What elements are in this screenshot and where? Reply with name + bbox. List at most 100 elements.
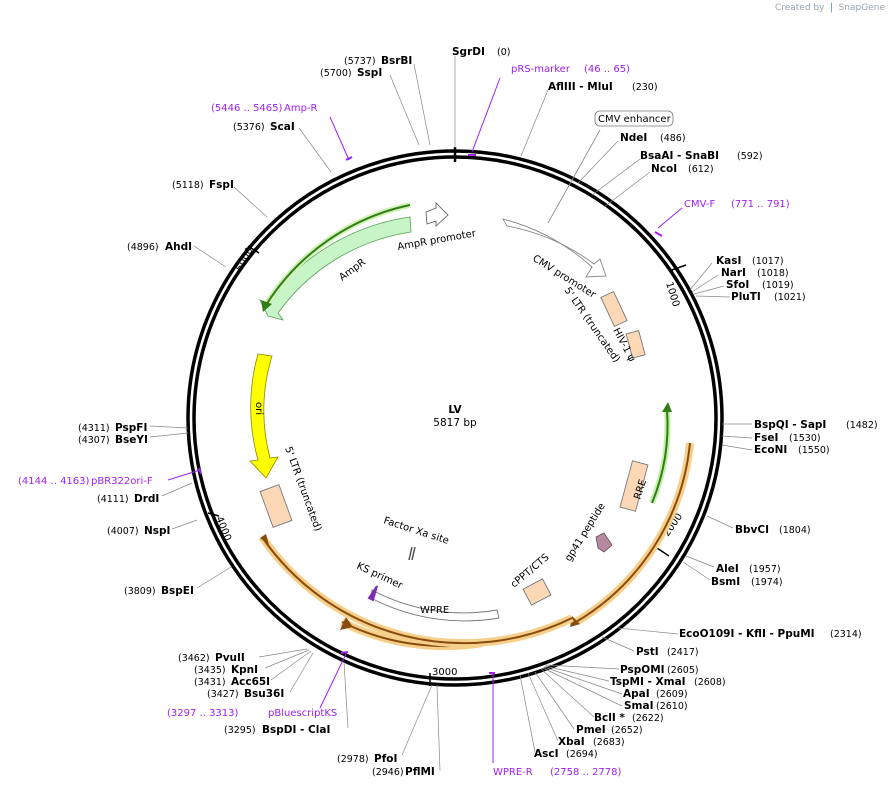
site-pmei-name[interactable]: PmeI [576, 724, 606, 736]
site-pluti-pos: (1021) [774, 292, 806, 303]
site-bbvci-pos: (1804) [779, 525, 811, 536]
site-scai-pos: (5376) [233, 122, 265, 133]
snapgene-logo-icon: ❘ [827, 2, 836, 13]
site-bsaai-pos: (592) [737, 151, 763, 162]
site-pspfi-name[interactable]: PspFI [115, 422, 147, 434]
wpre-label: WPRE [420, 605, 449, 616]
site-drdi-pos: (4111) [97, 494, 129, 505]
site-ncoi-pos: (612) [688, 164, 714, 175]
site-asci-name[interactable]: AscI [534, 748, 559, 760]
site-kpni-name[interactable]: KpnI [231, 664, 258, 676]
site-apai-name[interactable]: ApaI [623, 688, 650, 700]
site-sfoi-pos: (1019) [762, 280, 794, 291]
primer-wprer-name[interactable]: WPRE-R [493, 767, 533, 778]
site-sgrdi-name[interactable]: SgrDI [452, 46, 485, 58]
site-sgrdi-pos: (0) [497, 47, 510, 58]
site-ecoo109i-name[interactable]: EcoO109I - KflI - PpuMI [679, 628, 815, 640]
site-sfoi-name[interactable]: SfoI [726, 279, 749, 291]
site-smai-name[interactable]: SmaI [624, 700, 654, 712]
site-fspi-pos: (5118) [172, 180, 204, 191]
ori-arrow [249, 353, 279, 479]
site-pspomi-pos: (2605) [667, 665, 699, 676]
ltr5-top-box [600, 290, 628, 328]
site-bspei-name[interactable]: BspEI [161, 585, 194, 597]
site-kpni-pos: (3435) [194, 665, 226, 676]
site-kasi-pos: (1017) [752, 256, 784, 267]
site-psti-name[interactable]: PstI [636, 646, 659, 658]
site-bseyi-pos: (4307) [78, 435, 110, 446]
snapgene-name: SnapGene [838, 3, 885, 13]
primer-labels: pRS-marker (46 .. 65) CMV-F (771 .. 791)… [18, 64, 790, 778]
site-kasi-name[interactable]: KasI [716, 255, 741, 267]
site-fsei-name[interactable]: FseI [754, 432, 778, 444]
site-sspi-name[interactable]: SspI [357, 67, 382, 79]
cmv-enhancer-box [594, 110, 674, 127]
ltr5-left-box [259, 484, 293, 528]
ruler-tick-5000: 5000 [234, 246, 256, 274]
plasmid-size: 5817 bp [433, 417, 477, 429]
primer-ampr-name[interactable]: Amp-R [284, 103, 318, 114]
primer-leaders [167, 77, 683, 763]
site-bsaai-name[interactable]: BsaAI - SnaBI [640, 150, 719, 162]
site-xbai-name[interactable]: XbaI [558, 736, 585, 748]
site-bsrbi-name[interactable]: BsrBI [381, 55, 412, 67]
site-apai-pos: (2609) [656, 689, 688, 700]
primer-pbr-name[interactable]: pBR322ori-F [91, 476, 153, 487]
site-tspmi-pos: (2608) [694, 677, 726, 688]
site-bsu36i-name[interactable]: Bsu36I [244, 688, 284, 700]
site-acc65i-name[interactable]: Acc65I [231, 676, 270, 688]
site-afliii-pos: (230) [632, 82, 658, 93]
site-pvuii-name[interactable]: PvuII [215, 652, 245, 664]
snapgene-badge: Created by ❘ SnapGene [775, 2, 885, 13]
primer-wprer-range: (2758 .. 2778) [550, 767, 622, 778]
site-ndei-name[interactable]: NdeI [620, 132, 647, 144]
site-leaders [149, 56, 753, 772]
site-pspomi-name[interactable]: PspOMI [620, 664, 665, 676]
site-acc65i-pos: (3431) [194, 677, 226, 688]
site-ahdi-name[interactable]: AhdI [165, 241, 192, 253]
site-pfoi-name[interactable]: PfoI [374, 753, 397, 765]
created-by-label: Created by [774, 3, 825, 13]
primer-pbr-range: (4144 .. 4163) [18, 476, 90, 487]
site-bsmi-name[interactable]: BsmI [711, 576, 740, 588]
ampr-label: AmpR [337, 257, 368, 283]
site-ecoo109i-pos: (2314) [830, 629, 862, 640]
site-bcli-name[interactable]: BclI * [594, 712, 625, 724]
site-pluti-name[interactable]: PluTI [731, 291, 761, 303]
site-bspdi-pos: (3295) [224, 725, 256, 736]
site-econi-name[interactable]: EcoNI [754, 444, 787, 456]
rre-box [619, 460, 649, 512]
site-scai-name[interactable]: ScaI [270, 121, 295, 133]
site-pflmi-name[interactable]: PflMI [405, 766, 435, 778]
site-bspdi-name[interactable]: BspDI - ClaI [262, 724, 330, 736]
site-ncoi-name[interactable]: NcoI [651, 163, 677, 175]
primer-pbks-name[interactable]: pBluescriptKS [268, 708, 337, 719]
primer-pbks-range: (3297 .. 3313) [167, 708, 239, 719]
site-nari-name[interactable]: NarI [721, 267, 746, 279]
primer-cmvf-range: (771 .. 791) [731, 199, 790, 210]
site-tspmi-name[interactable]: TspMI - XmaI [610, 676, 686, 688]
primer-prs-name[interactable]: pRS-marker [511, 64, 571, 75]
site-alei-pos: (1957) [749, 564, 781, 575]
site-nspi-name[interactable]: NspI [144, 525, 170, 537]
site-bsu36i-pos: (3427) [207, 689, 239, 700]
site-bbvci-name[interactable]: BbvCI [735, 524, 769, 536]
site-ndei-pos: (486) [660, 133, 686, 144]
site-bspqi-name[interactable]: BspQI - SapI [754, 419, 826, 431]
site-nspi-pos: (4007) [107, 526, 139, 537]
site-afliii-name[interactable]: AflIII - MluI [548, 81, 613, 93]
site-pvuii-pos: (3462) [178, 653, 210, 664]
site-psti-pos: (2417) [667, 647, 699, 658]
factor-xa-label: Factor Xa site [382, 515, 450, 546]
hiv-psi-box [625, 330, 646, 359]
site-pspfi-pos: (4311) [78, 423, 110, 434]
site-fspi-name[interactable]: FspI [209, 179, 234, 191]
site-drdi-name[interactable]: DrdI [134, 493, 159, 505]
primer-cmvf-name[interactable]: CMV-F [684, 199, 715, 210]
site-bseyi-name[interactable]: BseYI [115, 434, 148, 446]
ampr-arrow [258, 216, 412, 321]
gp41-peptide-label: gp41 peptide [563, 501, 608, 563]
site-alei-name[interactable]: AleI [716, 563, 739, 575]
cppt-box [522, 578, 552, 606]
site-bspei-pos: (3809) [124, 586, 156, 597]
